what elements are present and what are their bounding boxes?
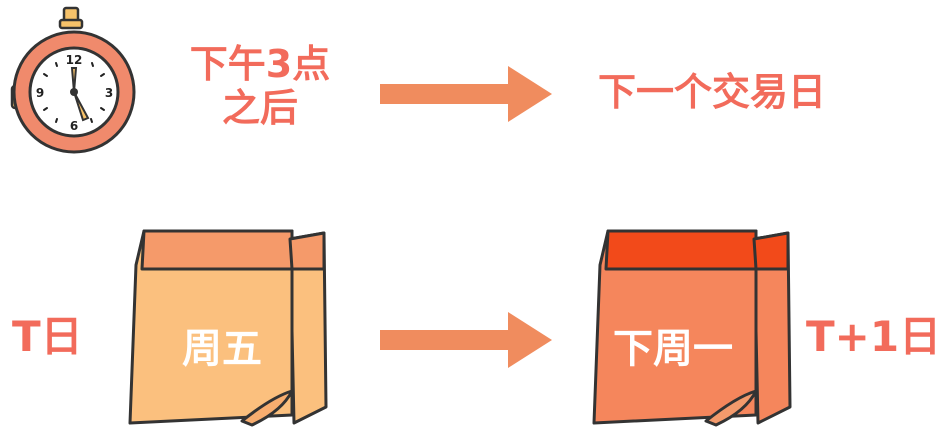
next-trading-day-text: 下一个交易日	[598, 70, 827, 114]
top-arrow-icon	[380, 66, 552, 122]
bottom-arrow-icon	[380, 312, 552, 368]
next-monday-text: 下周一	[613, 326, 733, 372]
condition-line-2: 之后	[221, 86, 298, 130]
t-day-label: T日	[12, 312, 83, 361]
monday-calendar-icon	[592, 229, 792, 427]
svg-text:6: 6	[70, 119, 78, 133]
condition-line-1: 下午3点	[189, 42, 331, 86]
friday-calendar-icon	[128, 229, 328, 427]
clock-icon: 12 3 6 9	[10, 6, 136, 154]
condition-text: 下午3点 之后	[160, 42, 360, 130]
svg-text:3: 3	[105, 86, 113, 100]
friday-text: 周五	[182, 326, 262, 372]
svg-text:12: 12	[66, 53, 83, 67]
svg-text:9: 9	[36, 86, 44, 100]
t-plus-1-day-label: T+1日	[806, 312, 942, 361]
